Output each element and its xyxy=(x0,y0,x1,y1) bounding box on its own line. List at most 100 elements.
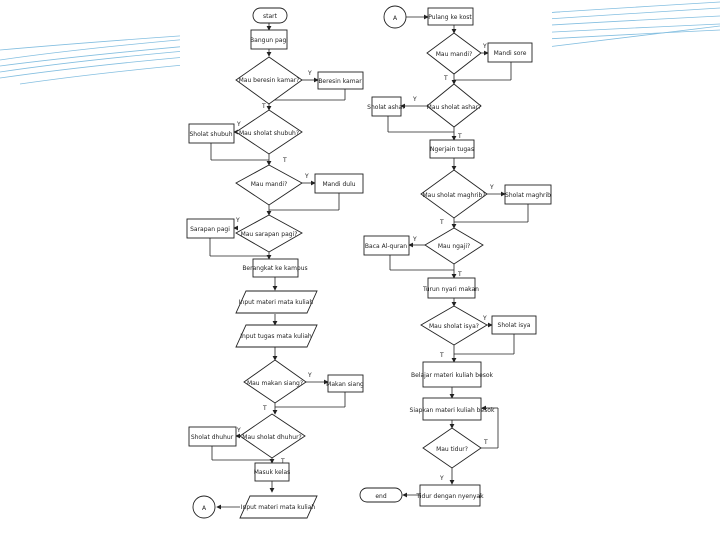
branch-y: Y xyxy=(235,217,240,224)
node-ngerjain-tugas: Ngerjain tugas xyxy=(429,139,475,159)
node-ngerjain-tugas-label: Ngerjain tugas xyxy=(430,146,474,153)
node-mandi-dulu-label: Mandi dulu xyxy=(322,181,355,188)
branch-t: T xyxy=(261,103,266,110)
node-siapkan-materi-label: Siapkan materi kuliah besok xyxy=(410,407,495,414)
branch-t: T xyxy=(280,458,285,465)
branch-y: Y xyxy=(482,43,487,50)
branch-y: Y xyxy=(307,372,312,379)
branch-t: T xyxy=(282,157,287,164)
decision-tidur-label: Mau tidur? xyxy=(436,446,468,453)
decision-sarapan-pagi-label: Mau sarapan pagi? xyxy=(241,231,298,238)
node-belajar-materi-label: Belajar materi kuliah besok xyxy=(411,372,494,379)
branch-t: T xyxy=(443,75,448,82)
node-end: end xyxy=(359,487,403,503)
branch-y: Y xyxy=(439,475,444,482)
node-berangkat-kampus: Berangkat ke kampus xyxy=(242,258,308,278)
node-mandi-sore-label: Mandi sore xyxy=(494,50,527,57)
decision-sarapan-pagi: Mau sarapan pagi? xyxy=(235,214,303,253)
node-baca-alquran-label: Baca Al-quran xyxy=(365,243,407,250)
node-sholat-dhuhur: Sholat dhuhur xyxy=(188,426,237,447)
branch-t: T xyxy=(457,133,462,140)
branch-t: T xyxy=(262,405,267,412)
decision-ngaji-label: Mau ngaji? xyxy=(438,243,470,250)
node-tidur-label: Tidur dengan nyenyak xyxy=(415,493,484,500)
decision-mandi-sore-label: Mau mandi? xyxy=(436,51,473,58)
node-mandi-sore: Mandi sore xyxy=(487,42,533,63)
node-mandi-dulu: Mandi dulu xyxy=(314,173,364,194)
branch-t: T xyxy=(483,439,488,446)
node-beresin-kamar-label: Beresin kamar xyxy=(318,78,362,85)
branch-y: Y xyxy=(489,184,494,191)
decision-sholat-ashar: Mau sholat ashar? xyxy=(426,83,482,128)
branch-y: Y xyxy=(412,96,417,103)
decision-beresin-kamar: Mau beresin kamar? xyxy=(235,56,303,105)
decision-mandi-sore: Mau mandi? xyxy=(426,32,482,75)
connector-a-in: A xyxy=(383,5,407,29)
node-sarapan-pagi: Sarapan pagi xyxy=(186,218,235,239)
branch-y: Y xyxy=(412,236,417,243)
node-turun-nyari-makan: Turun nyari makan xyxy=(422,277,479,299)
node-sholat-shubuh-label: Sholat shubuh xyxy=(189,131,232,138)
io-input-materi-2-label: Input materi mata kuliah xyxy=(241,504,316,511)
node-sholat-dhuhur-label: Sholat dhuhur xyxy=(191,434,234,441)
decision-sholat-isya-label: Mau sholat isya? xyxy=(429,323,479,330)
node-berangkat-kampus-label: Berangkat ke kampus xyxy=(242,265,307,272)
node-siapkan-materi: Siapkan materi kuliah besok xyxy=(410,397,495,421)
node-sholat-maghrib-label: Sholat maghrib xyxy=(505,192,551,199)
node-masuk-kelas: Masuk kelas xyxy=(254,462,291,482)
decision-mandi: Mau mandi? xyxy=(235,164,303,206)
decision-tidur: Mau tidur? xyxy=(422,427,482,469)
node-turun-nyari-makan-label: Turun nyari makan xyxy=(422,286,479,293)
branch-y: Y xyxy=(236,427,241,434)
node-masuk-kelas-label: Masuk kelas xyxy=(254,469,291,476)
decision-ngaji: Mau ngaji? xyxy=(424,227,484,265)
edges-right xyxy=(387,14,529,498)
decision-sholat-dhuhur: Mau sholat dhuhur? xyxy=(239,413,306,459)
node-sholat-maghrib: Sholat maghrib xyxy=(504,184,552,205)
node-sholat-shubuh: Sholat shubuh xyxy=(188,123,235,144)
decision-makan-siang: Mau makan siang? xyxy=(243,359,307,404)
node-tidur: Tidur dengan nyenyak xyxy=(415,484,484,507)
decision-sholat-maghrib-label: Mau sholat maghrib? xyxy=(422,192,485,199)
connector-a-out: A xyxy=(192,495,216,519)
io-input-materi-1: Input materi mata kuliah xyxy=(235,290,318,314)
decision-makan-siang-label: Mau makan siang? xyxy=(247,380,303,387)
node-sholat-isya-label: Sholat isya xyxy=(498,322,531,329)
node-bangun-pagi: Bangun pagi xyxy=(250,29,288,50)
io-input-tugas: Input tugas mata kuliah xyxy=(235,324,318,348)
node-pulang-kost: Pulang ke kost xyxy=(427,7,474,26)
edges-left xyxy=(209,23,346,510)
branch-t: T xyxy=(439,352,444,359)
branch-t: T xyxy=(457,271,462,278)
node-beresin-kamar: Beresin kamar xyxy=(317,71,364,90)
node-sholat-isya: Sholat isya xyxy=(491,315,537,335)
decision-sholat-isya: Mau sholat isya? xyxy=(420,305,488,346)
node-sholat-ashar-label: Sholat ashar xyxy=(367,104,405,111)
node-sarapan-pagi-label: Sarapan pagi xyxy=(190,226,230,233)
node-start-label: start xyxy=(263,13,278,20)
branch-y: Y xyxy=(236,121,241,128)
decision-sholat-shubuh: Mau sholat shubuh? xyxy=(235,109,303,155)
decision-sholat-ashar-label: Mau sholat ashar? xyxy=(427,104,482,111)
decision-sholat-maghrib: Mau sholat maghrib? xyxy=(420,169,488,219)
node-end-label: end xyxy=(375,493,386,500)
node-start: start xyxy=(252,7,288,24)
node-pulang-kost-label: Pulang ke kost xyxy=(428,14,472,21)
node-bangun-pagi-label: Bangun pagi xyxy=(250,37,288,44)
io-input-materi-1-label: Input materi mata kuliah xyxy=(239,299,314,306)
branch-y: Y xyxy=(304,173,309,180)
branch-t: T xyxy=(439,219,444,226)
node-makan-siang: Makan siang xyxy=(326,374,364,393)
decision-mandi-label: Mau mandi? xyxy=(251,181,288,188)
decision-beresin-kamar-label: Mau beresin kamar? xyxy=(239,77,300,84)
node-makan-siang-label: Makan siang xyxy=(326,381,364,388)
branch-labels: Y T Y T Y Y Y T Y T Y T Y T Y T Y T Y T … xyxy=(235,43,494,482)
branch-y: Y xyxy=(307,70,312,77)
io-input-tugas-label: Input tugas mata kuliah xyxy=(240,333,312,340)
decision-sholat-dhuhur-label: Mau sholat dhuhur? xyxy=(242,434,301,441)
node-belajar-materi: Belajar materi kuliah besok xyxy=(411,361,494,388)
node-sholat-ashar: Sholat ashar xyxy=(367,96,405,117)
branch-y: Y xyxy=(482,315,487,322)
decision-sholat-shubuh-label: Mau sholat shubuh? xyxy=(239,130,299,137)
